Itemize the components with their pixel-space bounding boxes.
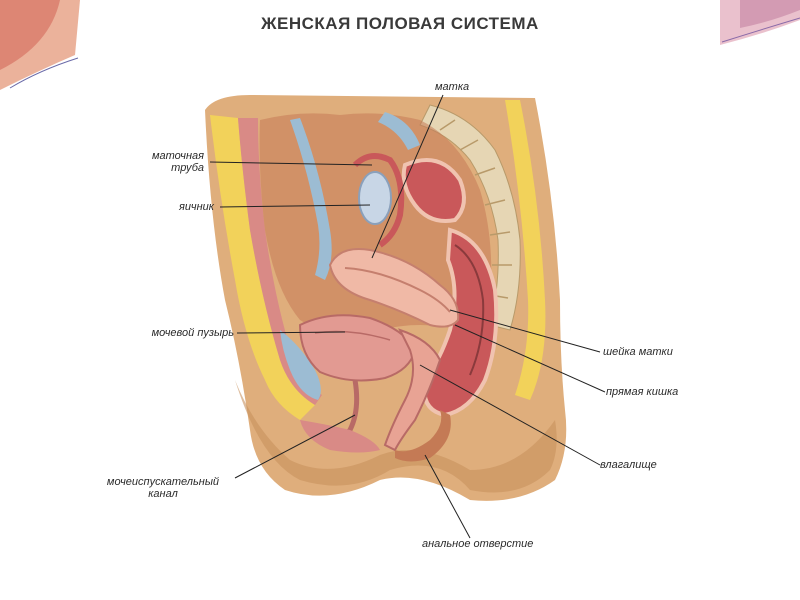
label-vagina: влагалище (600, 459, 657, 471)
uterine-cavity (344, 267, 451, 313)
decorative-swoosh-left (0, 0, 80, 90)
abdominal-fat (210, 115, 315, 420)
blue-vessel-3 (280, 330, 321, 400)
label-anus: анальное отверстие (422, 538, 534, 550)
label-urethra-line2: канал (148, 488, 178, 500)
leader-lines (209, 94, 606, 539)
blue-vessel-2 (378, 112, 420, 150)
vagina (383, 328, 442, 452)
leader-rectum (454, 324, 606, 393)
leader-uterus (371, 94, 444, 259)
rectum-inner (454, 244, 485, 376)
fallopian-tube (352, 153, 405, 248)
label-fallopian-tube-line2: труба (171, 162, 204, 174)
label-fallopian-tube-line1: маточная (151, 150, 204, 162)
label-fallopian-tube: маточная труба (132, 150, 204, 174)
sigmoid-colon (401, 158, 466, 223)
label-urethra: мочеиспускательный канал (88, 476, 238, 500)
leader-ovary (219, 204, 371, 208)
label-urethra-line1: мочеиспускательный (106, 476, 220, 488)
leader-anus (424, 454, 471, 539)
decorative-swoosh-right (720, 0, 800, 45)
back-fat (505, 100, 546, 400)
label-cervix: шейка матки (603, 346, 673, 358)
page-title: ЖЕНСКАЯ ПОЛОВАЯ СИСТЕМА (261, 14, 539, 33)
leader-fallopian-tube (209, 161, 373, 166)
blue-vessel (290, 118, 332, 280)
leader-vagina (419, 364, 601, 466)
label-ovary: яичник (178, 201, 214, 213)
ovary (358, 171, 392, 225)
vulva (300, 420, 380, 453)
abdominal-muscle (238, 118, 322, 405)
uterus (328, 248, 460, 328)
label-uterus: матка (435, 81, 470, 93)
label-bladder: мочевой пузырь (151, 327, 234, 339)
spine (419, 104, 521, 331)
sacrum-segments (439, 119, 512, 299)
skin-shadow (235, 380, 557, 493)
leader-urethra (234, 414, 356, 479)
label-rectum: прямая кишка (606, 386, 679, 398)
leader-cervix (449, 309, 601, 353)
leader-bladder (236, 331, 346, 334)
perineum (395, 410, 451, 462)
